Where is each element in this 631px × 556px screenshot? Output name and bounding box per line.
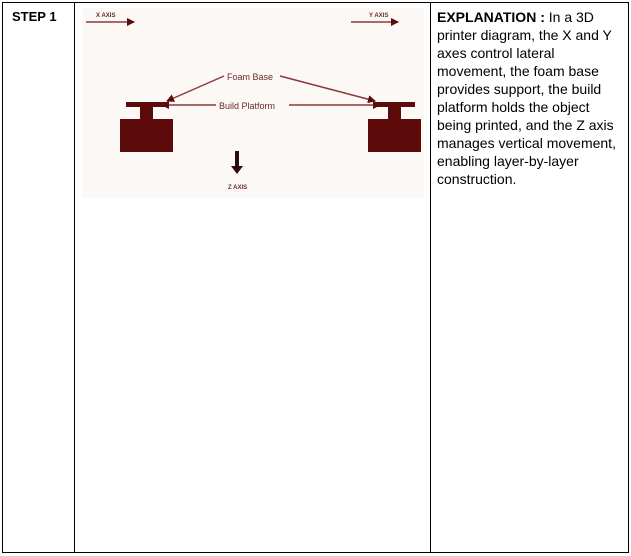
x-axis-label: X AXIS [96, 13, 115, 19]
right-printer-structure [368, 102, 421, 152]
column-divider-2 [430, 3, 431, 552]
foam-base-label: Foam Base [227, 72, 273, 82]
step-label: STEP 1 [12, 9, 57, 24]
y-axis-label: Y AXIS [369, 13, 388, 19]
explanation-body: In a 3D printer diagram, the X and Y axe… [437, 9, 616, 187]
explanation-text: EXPLANATION : In a 3D printer diagram, t… [437, 8, 625, 188]
foam-base-pointer-right [279, 75, 376, 104]
foam-base-pointer-left [166, 75, 225, 102]
z-axis-arrow [231, 151, 243, 174]
column-divider-1 [74, 3, 75, 552]
build-platform-label: Build Platform [219, 101, 275, 111]
z-axis-label: Z AXIS [228, 185, 247, 191]
explanation-heading: EXPLANATION : [437, 9, 545, 25]
left-printer-structure [120, 102, 173, 152]
printer-diagram: X AXIS Y AXIS Foam Base Build Platform [82, 8, 424, 198]
